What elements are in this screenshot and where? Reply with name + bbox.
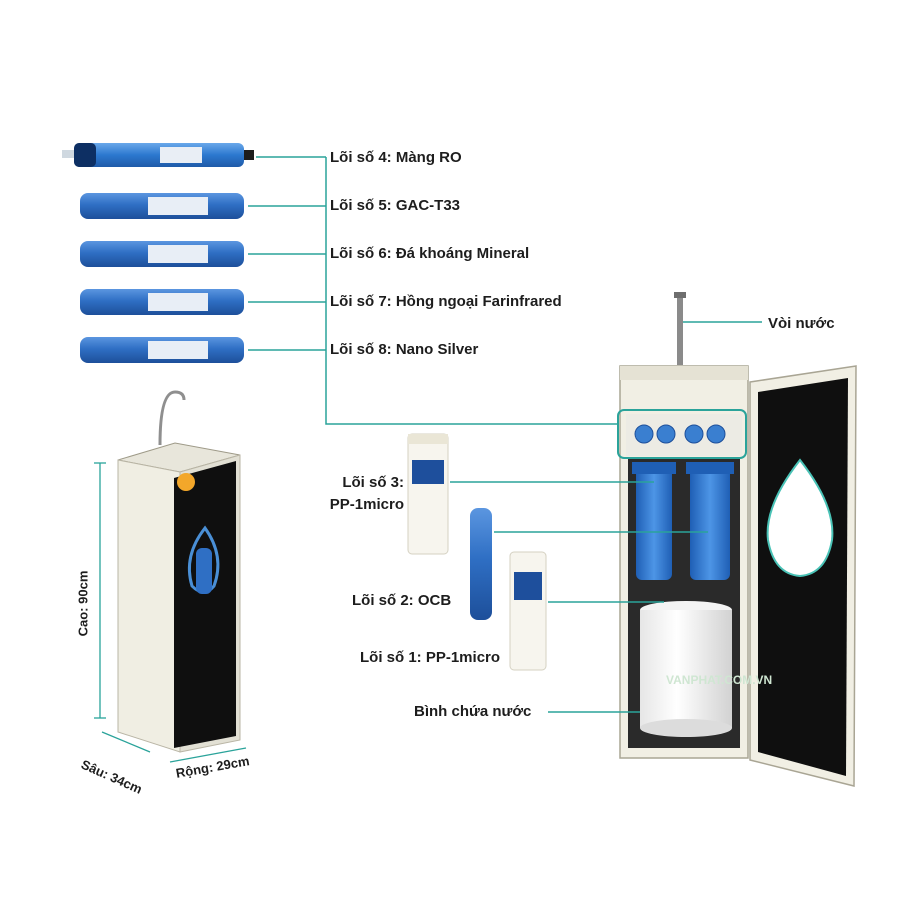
cartridge-leader-lines [248,156,618,425]
height-label: Cao: 90cm [75,570,91,637]
watermark: VANPHAT.COM.VN [666,673,772,687]
filter-label-3-line1: Lõi số 3: [342,474,404,491]
mineral-cartridge [80,241,244,267]
nano-silver-cartridge [80,337,244,363]
pp-1micro-cartridge-1 [509,551,547,671]
open-cabinet-view [619,292,857,787]
part-leader-lines [450,321,762,713]
small-cabinet-view [117,390,241,753]
filter-label-4: Lõi số 4: Màng RO [330,149,462,166]
post-filter-highlight [617,409,747,459]
filter-label-1: Lõi số 1: PP-1micro [360,649,501,666]
ocb-cartridge [470,508,492,620]
gac-t33-cartridge [80,193,244,219]
filter-label-2: Lõi số 2: OCB [352,592,452,609]
pp-1micro-cartridge-3 [407,433,449,555]
farinfrared-cartridge [80,289,244,315]
filter-label-5: Lõi số 5: GAC-T33 [330,197,461,214]
filter-label-7: Lõi số 7: Hồng ngoại Farinfrared [330,293,562,310]
filter-label-8: Lõi số 8: Nano Silver [330,341,479,358]
tank-label: Bình chứa nước [414,703,532,720]
ro-membrane-cartridge [62,143,254,167]
faucet-label: Vòi nước [768,315,835,332]
filter-label-6: Lõi số 6: Đá khoáng Mineral [330,245,530,262]
dimension-lines [94,462,247,763]
filter-label-3-line2: PP-1micro [329,496,404,513]
